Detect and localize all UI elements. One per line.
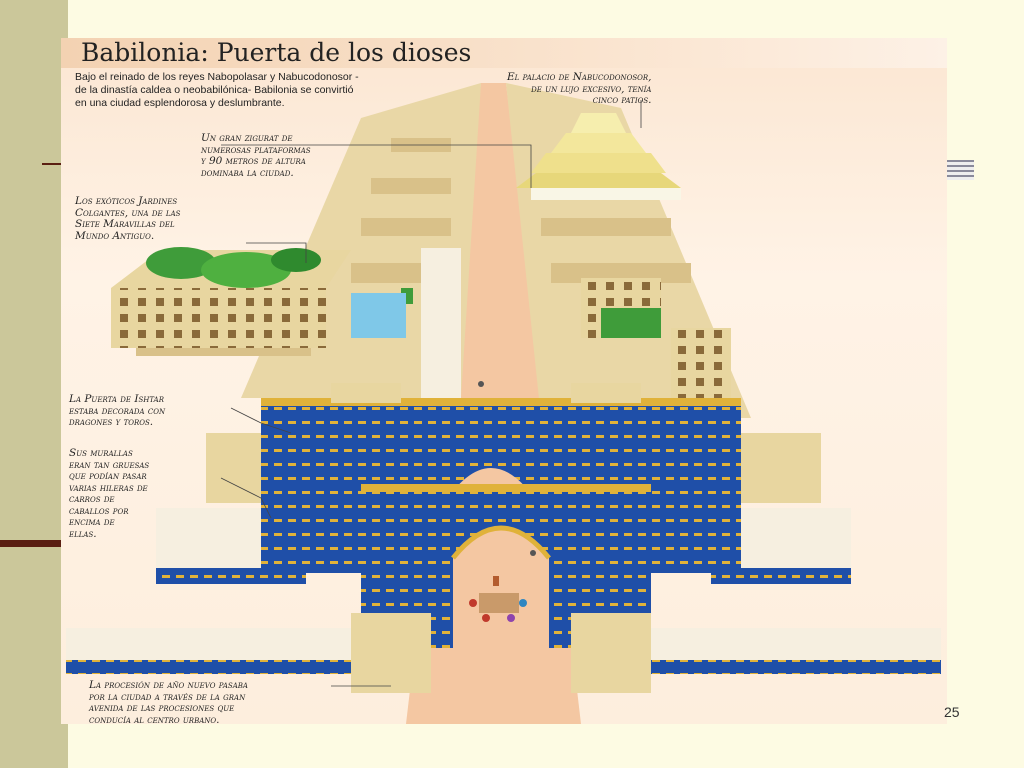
- side-band: [0, 0, 68, 768]
- caption-procession: La procesión de año nuevo pasaba por la …: [89, 679, 248, 724]
- procession-figures: [469, 381, 536, 622]
- caption-gardens: Los exóticos Jardines Colgantes, una de …: [75, 195, 181, 242]
- hanging-gardens: [111, 247, 351, 356]
- intro-text: Bajo el reinado de los reyes Nabopolasar…: [75, 71, 359, 109]
- decorative-rule: [42, 163, 64, 165]
- caption-palace: El palacio de Nabucodonosor, de un lujo …: [507, 71, 652, 106]
- decorative-bar: [0, 540, 62, 547]
- caption-walls: Sus murallas eran tan gruesas que podían…: [69, 447, 150, 540]
- decorative-stripes: [946, 160, 974, 180]
- caption-leaders: [220, 100, 642, 687]
- ziggurat: [516, 113, 681, 200]
- babylon-illustration: Babilonia: Puerta de los dioses Bajo el …: [61, 38, 947, 724]
- figure-title: Babilonia: Puerta de los dioses: [81, 38, 472, 67]
- caption-ishtar-gate: La Puerta de Ishtar estaba decorada con …: [69, 393, 166, 428]
- ishtar-gate: [261, 383, 741, 693]
- page-number: 25: [944, 704, 960, 720]
- title-bar: [61, 38, 947, 68]
- caption-ziggurat: Un gran zigurat de numerosas plataformas…: [201, 132, 311, 179]
- city-artwork: [66, 83, 941, 724]
